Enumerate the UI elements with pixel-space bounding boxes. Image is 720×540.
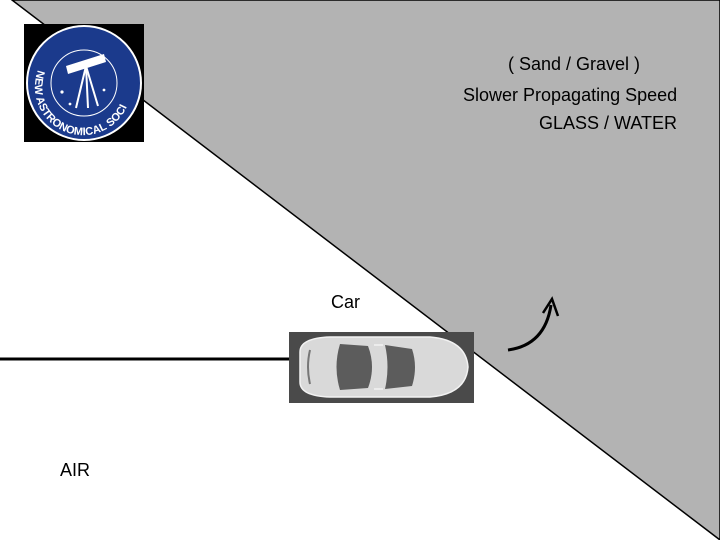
medium-speed-label: Slower Propagating Speed [463,85,678,105]
medium-top-label: ( Sand / Gravel ) [508,54,641,74]
telescope-icon [66,54,106,74]
car-image [289,332,474,403]
car-label: Car [331,292,361,312]
medium-material-label: GLASS / WATER [539,113,678,133]
medium-bottom-label: AIR [60,460,91,480]
curved-arrow-icon [507,296,560,352]
slow-medium-region [10,0,720,540]
